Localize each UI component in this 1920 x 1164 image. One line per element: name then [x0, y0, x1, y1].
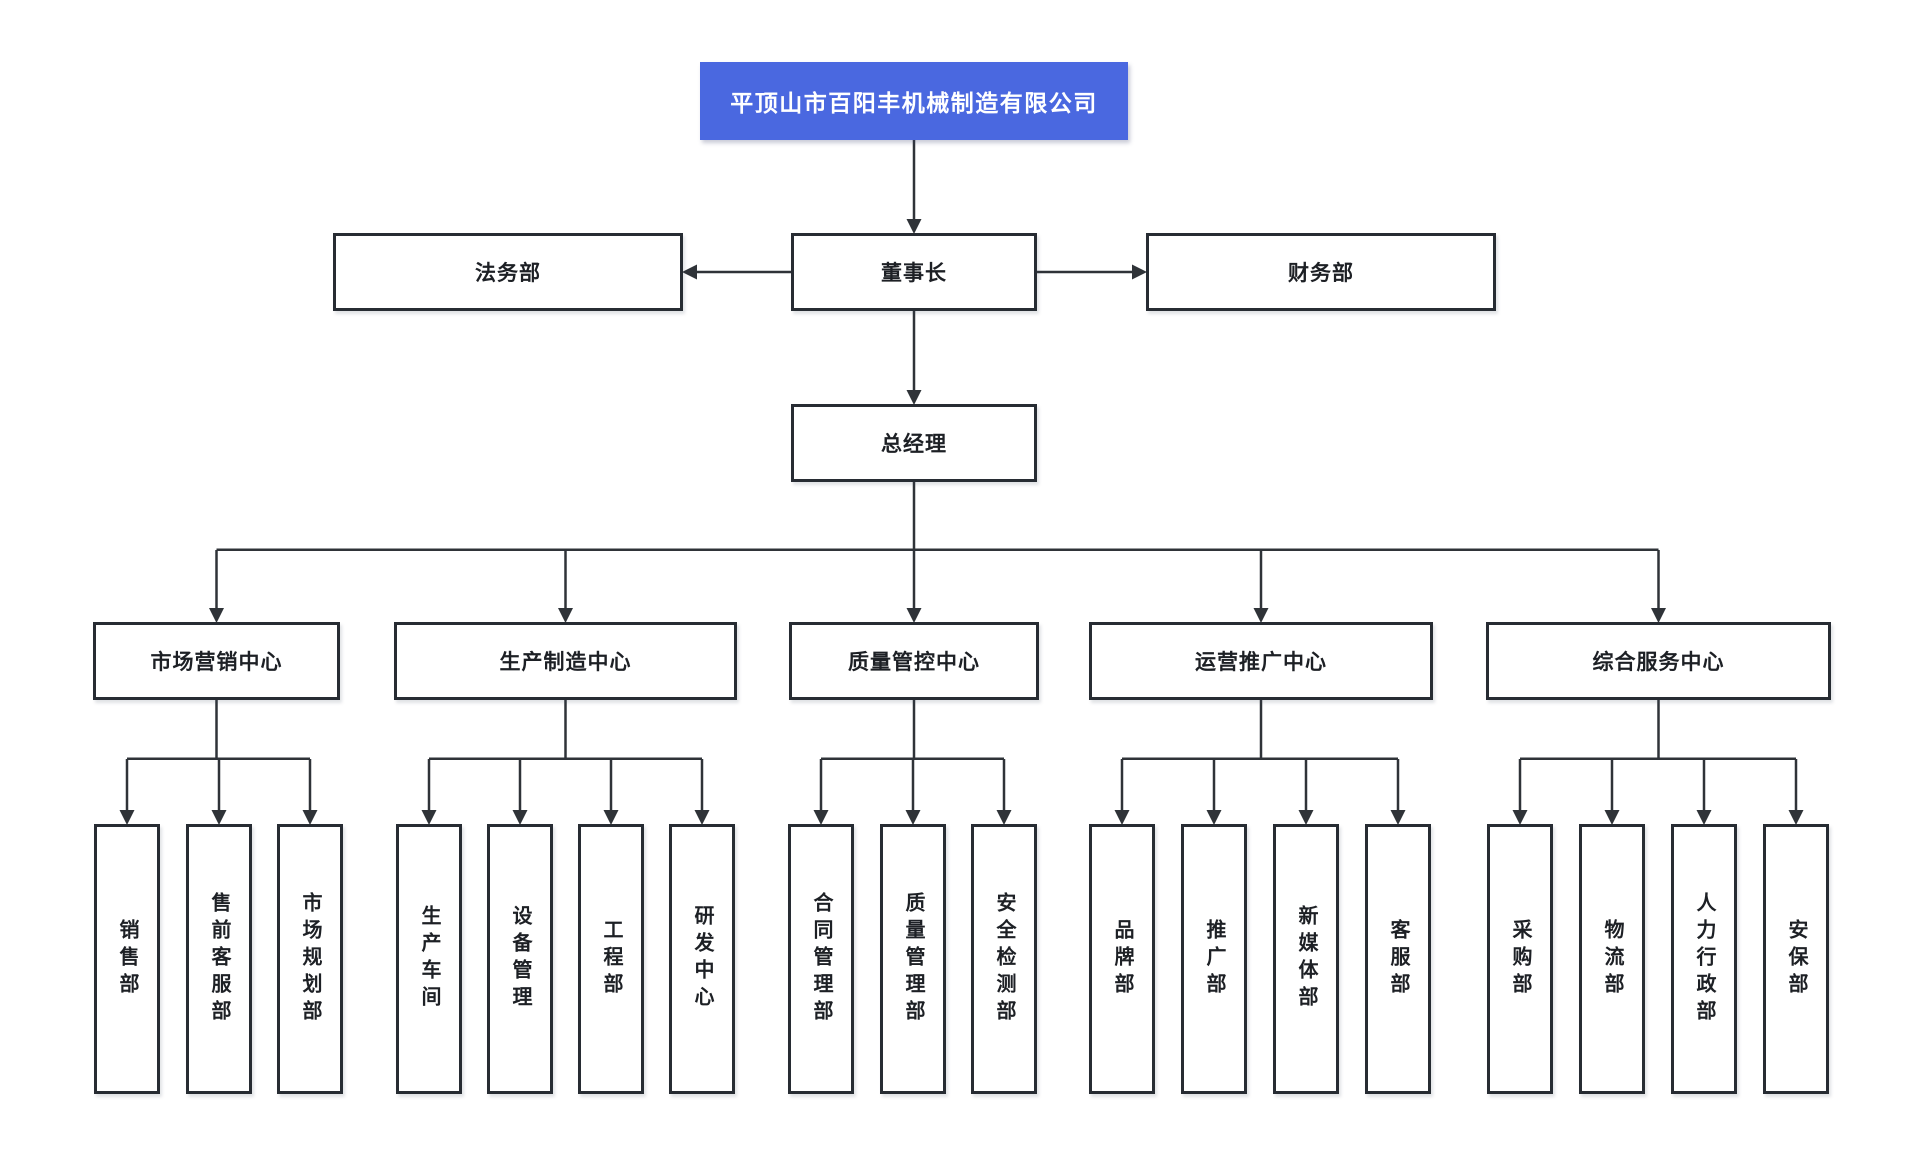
node-label: 设备管理 [509, 905, 531, 1013]
node-label: 董事长 [881, 262, 947, 285]
node-label: 总经理 [881, 433, 947, 456]
dept-node: 市场规划部 [277, 824, 343, 1094]
node-label: 财务部 [1288, 262, 1354, 285]
dept-node: 销售部 [94, 824, 160, 1094]
node-label: 销售部 [116, 918, 138, 1000]
company-root-node: 平顶山市百阳丰机械制造有限公司 [700, 62, 1128, 140]
node-label: 质量管控中心 [848, 651, 980, 674]
node-label: 推广部 [1203, 918, 1225, 1000]
center-node-operations: 运营推广中心 [1089, 622, 1433, 700]
dept-node: 新媒体部 [1273, 824, 1339, 1094]
node-label: 法务部 [475, 262, 541, 285]
node-label: 品牌部 [1111, 918, 1133, 1000]
node-label: 合同管理部 [810, 891, 832, 1027]
node-label: 平顶山市百阳丰机械制造有限公司 [730, 90, 1098, 116]
finance-dept-node: 财务部 [1146, 233, 1496, 311]
node-label: 运营推广中心 [1195, 651, 1327, 674]
node-label: 人力行政部 [1693, 891, 1715, 1027]
dept-node: 安全检测部 [971, 824, 1037, 1094]
node-label: 新媒体部 [1295, 905, 1317, 1013]
node-label: 采购部 [1509, 918, 1531, 1000]
dept-node: 物流部 [1579, 824, 1645, 1094]
center-node-production: 生产制造中心 [394, 622, 737, 700]
dept-node: 研发中心 [669, 824, 735, 1094]
dept-node: 推广部 [1181, 824, 1247, 1094]
node-label: 工程部 [600, 918, 622, 1000]
node-label: 市场规划部 [299, 891, 321, 1027]
node-label: 安全检测部 [993, 891, 1015, 1027]
dept-node: 质量管理部 [880, 824, 946, 1094]
dept-node: 品牌部 [1089, 824, 1155, 1094]
dept-node: 人力行政部 [1671, 824, 1737, 1094]
legal-dept-node: 法务部 [333, 233, 683, 311]
node-label: 生产制造中心 [499, 651, 632, 674]
node-label: 质量管理部 [902, 891, 924, 1027]
node-label: 客服部 [1387, 918, 1409, 1000]
dept-node: 设备管理 [487, 824, 553, 1094]
dept-node: 合同管理部 [788, 824, 854, 1094]
dept-node: 采购部 [1487, 824, 1553, 1094]
node-label: 物流部 [1601, 918, 1623, 1000]
chairman-node: 董事长 [791, 233, 1037, 311]
center-node-services: 综合服务中心 [1486, 622, 1831, 700]
dept-node: 工程部 [578, 824, 644, 1094]
node-label: 安保部 [1785, 918, 1807, 1000]
dept-node: 售前客服部 [186, 824, 252, 1094]
dept-node: 生产车间 [396, 824, 462, 1094]
center-node-quality: 质量管控中心 [789, 622, 1039, 700]
dept-node: 客服部 [1365, 824, 1431, 1094]
general-manager-node: 总经理 [791, 404, 1037, 482]
node-label: 市场营销中心 [150, 651, 283, 674]
center-node-marketing: 市场营销中心 [93, 622, 340, 700]
node-label: 研发中心 [691, 905, 713, 1013]
dept-node: 安保部 [1763, 824, 1829, 1094]
node-label: 综合服务中心 [1592, 651, 1725, 674]
node-label: 售前客服部 [208, 891, 230, 1027]
node-label: 生产车间 [418, 905, 440, 1013]
